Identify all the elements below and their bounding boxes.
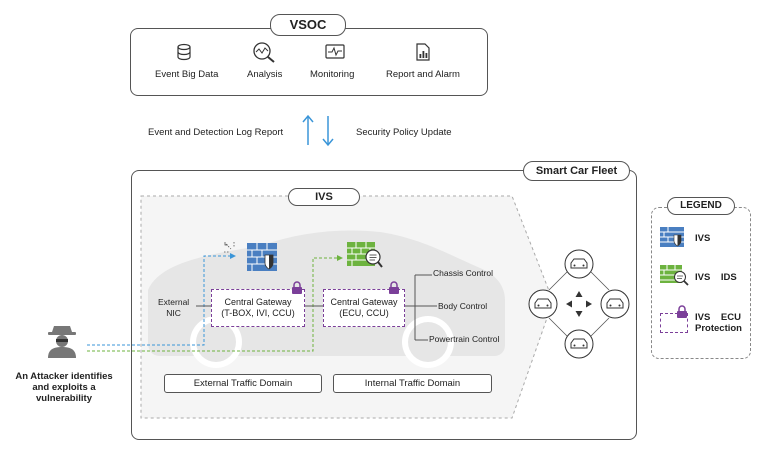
attacker-icon [48, 326, 76, 358]
fleet-network [528, 249, 630, 359]
central-gateway-external-label: Central Gateway (T-BOX, IVI, CCU) [221, 297, 295, 318]
lock-icon [292, 281, 302, 294]
ivs-title: IVS [288, 188, 360, 206]
control-chassis: Chassis Control [433, 268, 493, 278]
smart-car-fleet-title: Smart Car Fleet [523, 161, 630, 181]
down-arrow-icon [322, 116, 334, 147]
legend-lock-icon [677, 305, 687, 318]
event-log-report-label: Event and Detection Log Report [148, 127, 284, 138]
central-gateway-external: Central Gateway (T-BOX, IVI, CCU) [211, 289, 305, 327]
central-gateway-internal: Central Gateway (ECU, CCU) [323, 289, 405, 327]
vsoc-item-monitoring: Monitoring [310, 69, 355, 80]
vsoc-item-event-big-data: Event Big Data [155, 69, 219, 80]
legend-ecu-protection-icon [660, 313, 688, 333]
security-policy-update-label: Security Policy Update [356, 127, 452, 138]
vsoc-item-report-alarm: Report and Alarm [386, 69, 460, 80]
lock-icon [389, 281, 399, 294]
firewall-blue-icon [247, 243, 277, 271]
internal-traffic-domain: Internal Traffic Domain [333, 374, 492, 393]
external-traffic-domain: External Traffic Domain [164, 374, 322, 393]
attacker-label: An Attacker identifies and exploits a vu… [15, 371, 113, 404]
attack-burst-icon [224, 242, 235, 253]
ids-green-icon [347, 242, 383, 268]
monitor-icon [325, 44, 345, 59]
legend-item-ivs-ids: IVS IDS [695, 272, 737, 283]
vsoc-item-analysis: Analysis [247, 69, 283, 80]
vsoc-title: VSOC [270, 14, 346, 36]
control-powertrain: Powertrain Control [429, 334, 500, 344]
legend-firewall-blue-icon [660, 227, 684, 247]
legend-item-ecu-protection: IVS ECU Protection [695, 312, 742, 334]
external-nic-label: External NIC [158, 297, 190, 318]
analysis-magnifier-icon [253, 42, 275, 63]
central-gateway-internal-label: Central Gateway (ECU, CCU) [330, 297, 398, 318]
legend-title: LEGEND [667, 197, 735, 215]
report-icon [416, 43, 430, 61]
up-arrow-icon [302, 114, 314, 145]
legend-ids-green-icon [660, 265, 689, 286]
legend-item-ivs: IVS [695, 233, 711, 244]
control-body: Body Control [438, 301, 488, 311]
database-icon [177, 43, 191, 61]
fleet-car-icon [528, 249, 630, 359]
